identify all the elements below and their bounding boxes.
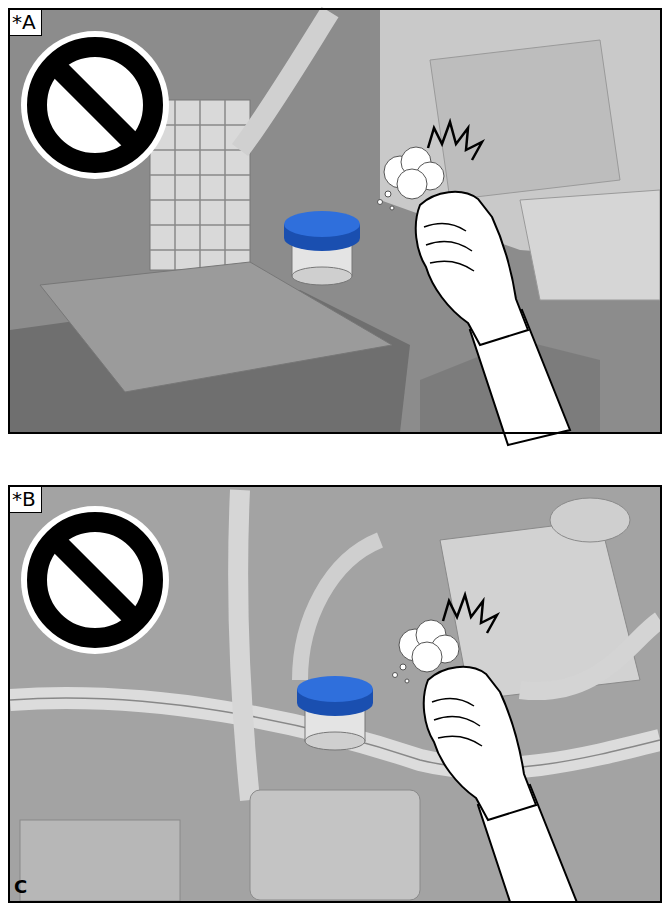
figure-code: C — [14, 876, 27, 898]
figure-panel: *B — [8, 485, 662, 903]
figure-panel: *A — [8, 8, 662, 434]
panel-label: *B — [10, 487, 42, 513]
panel-label: *A — [10, 10, 42, 36]
